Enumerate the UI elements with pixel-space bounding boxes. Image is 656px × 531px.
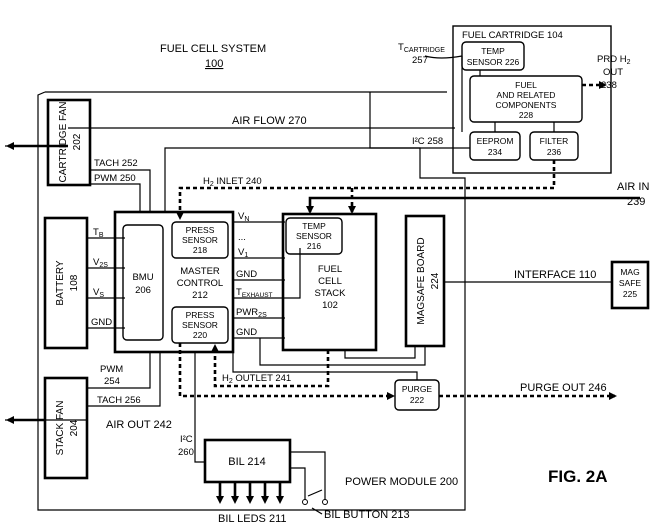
- master-control-line1: MASTER: [180, 266, 220, 277]
- press-sensor-220-line1: PRESS: [186, 310, 215, 320]
- bmu-ref: 206: [135, 285, 151, 296]
- i2c-260-ref: 260: [178, 447, 194, 458]
- temp-sensor-226-line2: SENSOR 226: [467, 57, 520, 67]
- fuel-cell-stack-line1: FUEL: [318, 264, 342, 275]
- t-cartridge-leader: [425, 56, 462, 58]
- air-out-label: AIR OUT 242: [106, 419, 172, 431]
- bmu-label: BMU: [132, 272, 153, 283]
- fuel-components-line1: FUEL: [515, 80, 537, 90]
- i2c-260-line: [195, 352, 205, 462]
- pin-v1: V1: [238, 247, 248, 259]
- system-title-ref: 100: [205, 58, 223, 70]
- pin-v2s: V2S: [93, 257, 108, 269]
- tach-252-label: TACH 252: [94, 158, 138, 169]
- battery-label: BATTERY: [55, 260, 66, 306]
- cartridge-fan-ref: 202: [72, 133, 83, 150]
- cartridge-fan-label: CARTRIDGE FAN: [58, 102, 69, 183]
- pwm-254-label: PWM: [100, 364, 123, 375]
- press-sensor-218-ref: 218: [193, 245, 207, 255]
- eeprom-line1: EEPROM: [477, 136, 514, 146]
- mag-safe-line1: MAG: [620, 267, 639, 277]
- press-sensor-220-line2: SENSOR: [182, 320, 218, 330]
- master-control-ref: 212: [192, 290, 208, 301]
- purge-out-label: PURGE OUT 246: [520, 382, 607, 394]
- pin-gnd: GND: [91, 317, 112, 328]
- pwm-254-ref: 254: [104, 376, 120, 387]
- temp-sensor-216-line1: TEMP: [302, 221, 326, 231]
- power-module-boundary: [38, 92, 465, 510]
- mag-safe-line2: SAFE: [619, 278, 642, 288]
- air-flow-label: AIR FLOW 270: [232, 115, 307, 127]
- fuel-cell-stack-line2: CELL: [318, 276, 342, 287]
- battery-pin-lines: [87, 238, 125, 328]
- fuel-cell-stack-ref: 102: [322, 300, 338, 311]
- air-in-label: AIR IN: [617, 181, 649, 193]
- pin-pwr: PWR2S: [236, 307, 267, 319]
- interface-label: INTERFACE 110: [514, 269, 596, 281]
- fuel-cell-stack-line3: STACK: [315, 288, 347, 299]
- prd-label: PRD H2: [597, 54, 631, 66]
- pin-gnd1: GND: [236, 269, 257, 280]
- i2c-258-label: I²C 258: [412, 136, 443, 147]
- i2c-260-label: I²C: [180, 434, 193, 445]
- magsafe-board-ref: 224: [430, 272, 441, 289]
- fuel-cartridge-title: FUEL CARTRIDGE 104: [462, 30, 563, 41]
- fig-label: FIG. 2A: [548, 467, 608, 486]
- system-title: FUEL CELL SYSTEM: [160, 43, 266, 55]
- stack-magsafe-wires: [260, 338, 425, 365]
- bil-button-leader: [312, 508, 322, 514]
- pin-texhaust: TEXHAUST: [236, 287, 273, 299]
- prd-out: OUT: [603, 67, 623, 78]
- h2-inlet-line: [180, 160, 554, 218]
- t-cartridge-label: TCARTRIDGE: [398, 42, 445, 54]
- mag-safe-ref: 225: [623, 289, 637, 299]
- press-sensor-218-line1: PRESS: [186, 225, 215, 235]
- temp-sensor-216-line2: SENSOR: [296, 231, 332, 241]
- bil-button-wire: [290, 452, 325, 500]
- temp-sensor-226-line1: TEMP: [481, 46, 505, 56]
- pin-vn: VN: [238, 211, 249, 223]
- stack-fan-ref: 204: [69, 419, 80, 436]
- fuel-components-line3: COMPONENTS: [496, 100, 557, 110]
- stack-fan-box: [45, 378, 87, 478]
- bil-button-switch: [308, 490, 322, 496]
- stack-fan-label: STACK FAN: [55, 401, 66, 456]
- magsafe-board-label: MAGSAFE BOARD: [416, 237, 427, 324]
- master-control-line2: CONTROL: [177, 278, 223, 289]
- battery-ref: 108: [69, 274, 80, 291]
- air-in-line: [310, 198, 640, 212]
- bil-label: BIL 214: [228, 456, 266, 468]
- bil-led-heads: [216, 496, 284, 504]
- h2-outlet-label: H2 OUTLET 241: [222, 373, 291, 385]
- battery-box: [45, 218, 87, 348]
- air-in-ref: 239: [627, 196, 645, 208]
- prd-ref: 238: [601, 80, 617, 91]
- power-module-label: POWER MODULE 200: [345, 476, 458, 488]
- purge-line1: PURGE: [402, 384, 433, 394]
- pin-gnd2: GND: [236, 327, 257, 338]
- pwm-250-label: PWM 250: [94, 173, 136, 184]
- i2c-258-line: [165, 148, 470, 212]
- pin-tb: TB: [93, 227, 104, 239]
- purge-ref: 222: [410, 395, 424, 405]
- cartridge-fan-box: [48, 100, 90, 185]
- bil-button-label: BIL BUTTON 213: [324, 509, 410, 521]
- h2-inlet-label: H2 INLET 240: [203, 176, 262, 188]
- fuel-components-ref: 228: [519, 110, 533, 120]
- press-sensor-220-ref: 220: [193, 330, 207, 340]
- filter-line1: FILTER: [540, 136, 569, 146]
- pin-vs: VS: [93, 287, 104, 299]
- tach-256-label: TACH 256: [97, 395, 141, 406]
- bil-button-contact-2: [323, 500, 328, 505]
- fuel-components-line2: AND RELATED: [497, 90, 556, 100]
- temp-sensor-216-ref: 216: [307, 241, 321, 251]
- pin-dots: ...: [238, 232, 246, 243]
- bil-button-contact-1: [303, 500, 308, 505]
- bil-leds-label: BIL LEDS 211: [218, 513, 287, 525]
- eeprom-ref: 234: [488, 147, 502, 157]
- press-sensor-218-line2: SENSOR: [182, 235, 218, 245]
- filter-ref: 236: [547, 147, 561, 157]
